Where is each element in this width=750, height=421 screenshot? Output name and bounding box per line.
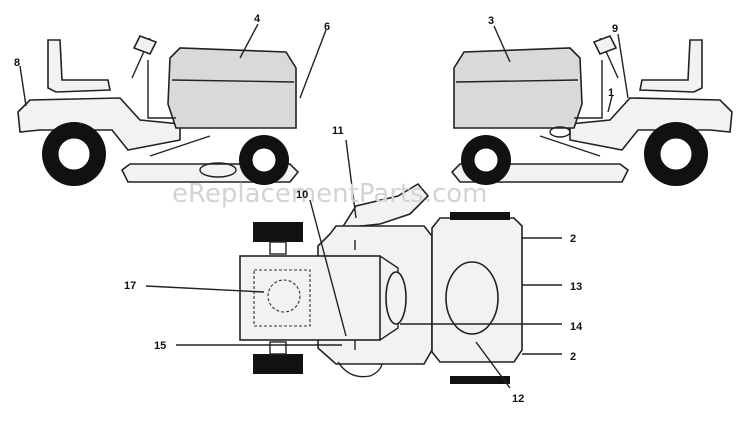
callout-13: 13	[570, 281, 582, 293]
steering-top	[340, 182, 430, 229]
hood-oval-top	[445, 261, 499, 335]
fender-left	[17, 97, 181, 151]
front-wheel-top-upper	[450, 212, 510, 220]
seat-right	[639, 39, 703, 93]
dash-right	[574, 60, 603, 119]
dash-oval-top	[385, 271, 407, 325]
tractor-left-view	[17, 34, 300, 186]
steering-wheel-left	[132, 34, 158, 56]
leader-17	[145, 285, 265, 293]
tractor-top-view	[239, 182, 523, 384]
steering-wheel-right	[592, 34, 618, 56]
callout-2-lower: 2	[570, 351, 576, 363]
rear-axle-top-lower	[269, 341, 287, 355]
lift-lever-left	[149, 135, 211, 157]
leader-9	[617, 33, 629, 99]
callout-15: 15	[154, 340, 166, 352]
callout-11: 11	[332, 125, 344, 137]
leader-6	[299, 29, 327, 99]
leader-8	[19, 65, 27, 107]
callout-10: 10	[296, 189, 308, 201]
frame-bottom-curve	[337, 361, 383, 378]
front-hub-left	[251, 147, 277, 173]
leader-1	[607, 95, 613, 113]
seat-top	[239, 255, 381, 341]
callout-3: 3	[488, 15, 494, 27]
seat-left	[47, 39, 111, 93]
fuel-cap-right	[549, 126, 571, 138]
rear-wheel-top-upper	[253, 222, 303, 242]
decal-outline-top	[253, 269, 311, 327]
leader-3	[493, 25, 511, 63]
callout-4: 4	[254, 13, 261, 25]
front-wheel-top-lower	[450, 376, 510, 384]
callout-9: 9	[612, 23, 618, 35]
callout-8: 8	[14, 57, 20, 69]
leader-lines	[19, 23, 629, 389]
callout-6: 6	[324, 21, 330, 33]
rear-axle-top-upper	[269, 241, 287, 255]
rear-wheel-top-lower	[253, 354, 303, 374]
leader-11	[345, 139, 357, 219]
deck-chute-left	[199, 162, 237, 178]
hood-line-right	[455, 79, 579, 83]
rear-hub-right	[659, 137, 693, 171]
tractor-right-view	[450, 34, 733, 186]
callout-17: 17	[124, 280, 136, 292]
hood-line-left	[171, 79, 295, 83]
callout-14: 14	[570, 321, 583, 333]
callout-12: 12	[512, 393, 524, 405]
leader-4	[239, 23, 259, 59]
leader-10	[309, 199, 347, 337]
callout-2-upper: 2	[570, 233, 576, 245]
leader-12	[475, 341, 511, 389]
watermark: eReplacementParts.com	[172, 179, 488, 209]
dash-left	[147, 60, 176, 119]
fender-right	[569, 97, 733, 151]
rear-hub-left	[57, 137, 91, 171]
hood-right	[453, 47, 583, 129]
callout-1: 1	[608, 87, 614, 99]
front-hub-right	[473, 147, 499, 173]
lift-lever-right	[539, 135, 601, 157]
callout-numbers: 1 2 2 3 4 6 8 9 10 11 12 13 14 15 17	[14, 13, 618, 405]
hood-left	[167, 47, 297, 129]
decal-circle-top	[267, 279, 301, 313]
